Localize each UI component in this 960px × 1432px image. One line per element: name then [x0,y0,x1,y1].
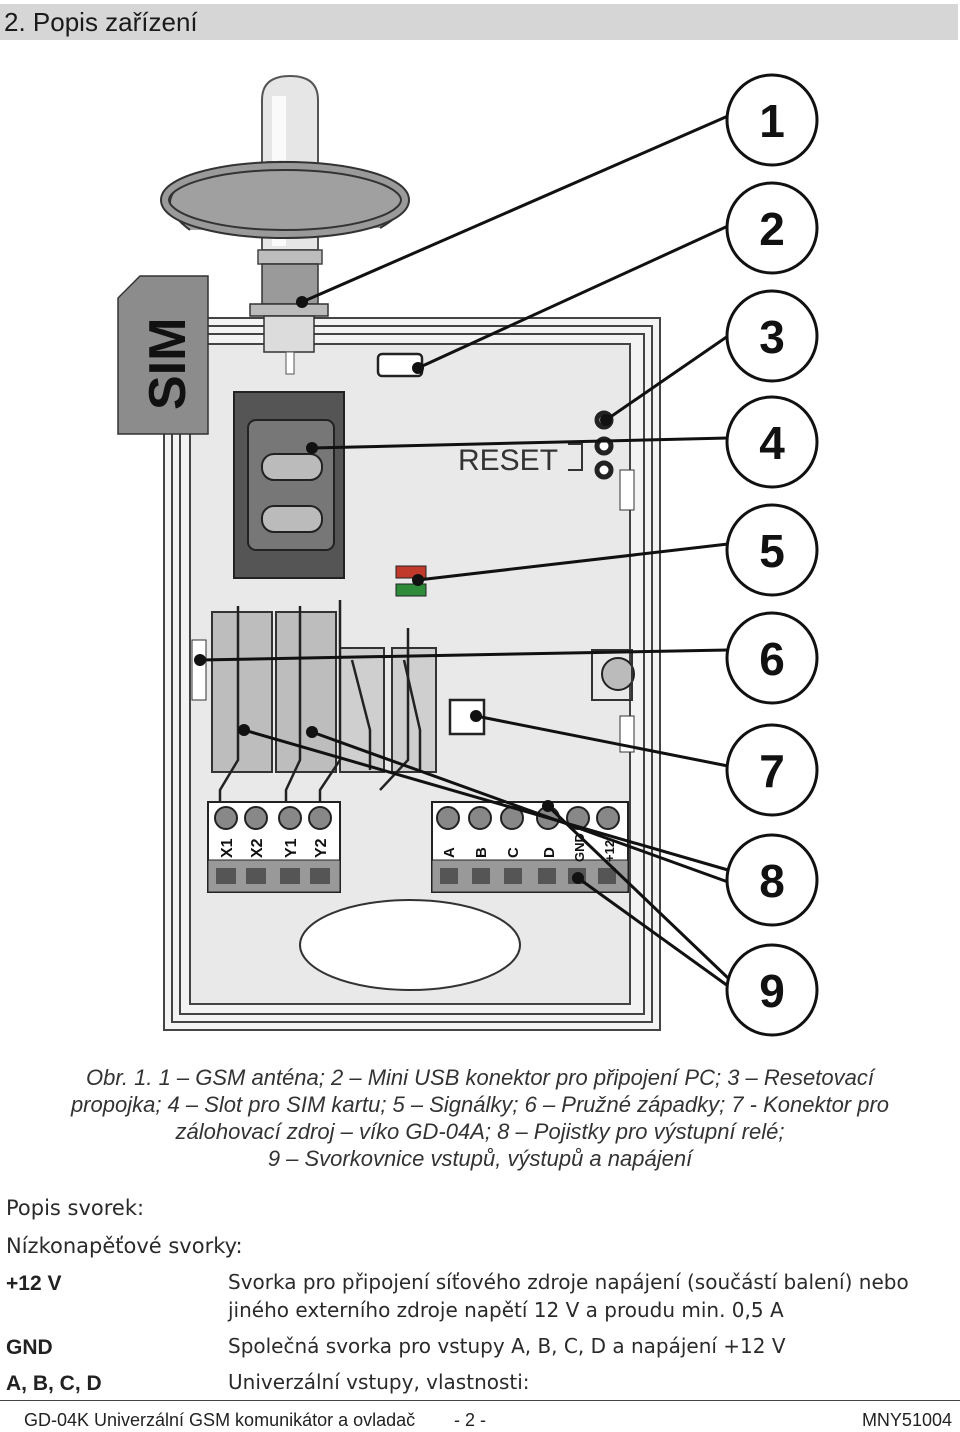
relay-blocks [211,611,437,773]
reset-label: RESET [458,444,558,477]
latch-right-top [619,469,635,511]
callout-7: 7 [725,723,819,817]
sim-card: SIM [117,275,209,435]
caption-line: Obr. 1. 1 – GSM anténa; 2 – Mini USB kon… [86,1065,874,1090]
callout-number: 9 [759,965,785,1017]
callout-number: 5 [759,525,785,577]
terminal-label-y1: Y1 [283,838,300,858]
figure-caption: Obr. 1. 1 – GSM anténa; 2 – Mini USB kon… [20,1064,940,1172]
terminal-label-12v: +12 [602,840,617,862]
section-header-bar: 2. Popis zařízení [0,4,958,40]
callout-9: 9 [725,943,819,1037]
terminal-label-a: A [441,847,458,858]
terminal-label-x2: X2 [249,838,266,858]
callout-number: 3 [759,311,785,363]
footer-doc-code: MNY51004 [861,1410,952,1430]
footer-product: GD-04K Univerzální GSM komunikátor a ovl… [24,1410,416,1430]
callout-1: 1 [725,73,819,167]
heading-nizkonapetove: Nízkonapěťové svorky: [6,1234,243,1258]
rotate-arrow-icon [160,160,410,239]
caption-line: 9 – Svorkovnice vstupů, výstupů a napáje… [267,1146,693,1171]
footer-divider [0,1400,960,1401]
terminal-name: A, B, C, D [6,1372,102,1395]
heading-popis-svorek: Popis svorek: [6,1196,145,1220]
callout-number: 4 [759,417,785,469]
callout-number: 6 [759,633,785,685]
terminal-name: +12 V [6,1272,62,1295]
latch-right-bottom [619,715,635,753]
callout-number: 1 [759,95,785,147]
callout-number: 8 [759,855,785,907]
terminal-block-right: A B C D GND +12 [431,801,629,893]
callout-8: 8 [725,833,819,927]
terminal-label-b: B [473,847,490,858]
caption-line: zálohovací zdroj – víko GD-04A; 8 – Poji… [175,1119,785,1144]
terminal-description: Svorka pro připojení síťového zdroje nap… [228,1270,909,1322]
callout-3: 3 [725,289,819,383]
terminal-label-d: D [541,847,558,858]
callouts: 1 2 3 4 5 6 7 8 9 [725,73,819,1037]
footer-page-number: - 2 - [454,1410,487,1430]
caption-line: propojka; 4 – Slot pro SIM kartu; 5 – Si… [70,1092,890,1117]
callout-number: 2 [759,203,785,255]
led-green [395,583,427,597]
callout-4: 4 [725,395,819,489]
callout-6: 6 [725,611,819,705]
terminal-name: GND [6,1336,53,1359]
terminal-label-y2: Y2 [313,838,330,858]
callout-number: 7 [759,745,785,797]
terminal-label-c: C [505,847,522,858]
callout-2: 2 [725,181,819,275]
terminal-description: Společná svorka pro vstupy A, B, C, D a … [228,1334,786,1358]
device-diagram: SIM RESET [117,73,819,1037]
terminal-description: Univerzální vstupy, vlastnosti: [228,1370,530,1394]
leader-dots [194,296,612,884]
leader-lines [199,114,730,988]
terminal-block-left: X1 X2 Y1 Y2 [207,801,341,893]
callout-5: 5 [725,503,819,597]
section-title: 2. Popis zařízení [4,7,198,37]
screw-hole [601,657,635,691]
sim-label: SIM [139,318,197,410]
cable-opening [299,899,521,991]
sim-slot [233,391,345,579]
latch-left [191,639,207,701]
terminal-label-x1: X1 [219,838,236,858]
